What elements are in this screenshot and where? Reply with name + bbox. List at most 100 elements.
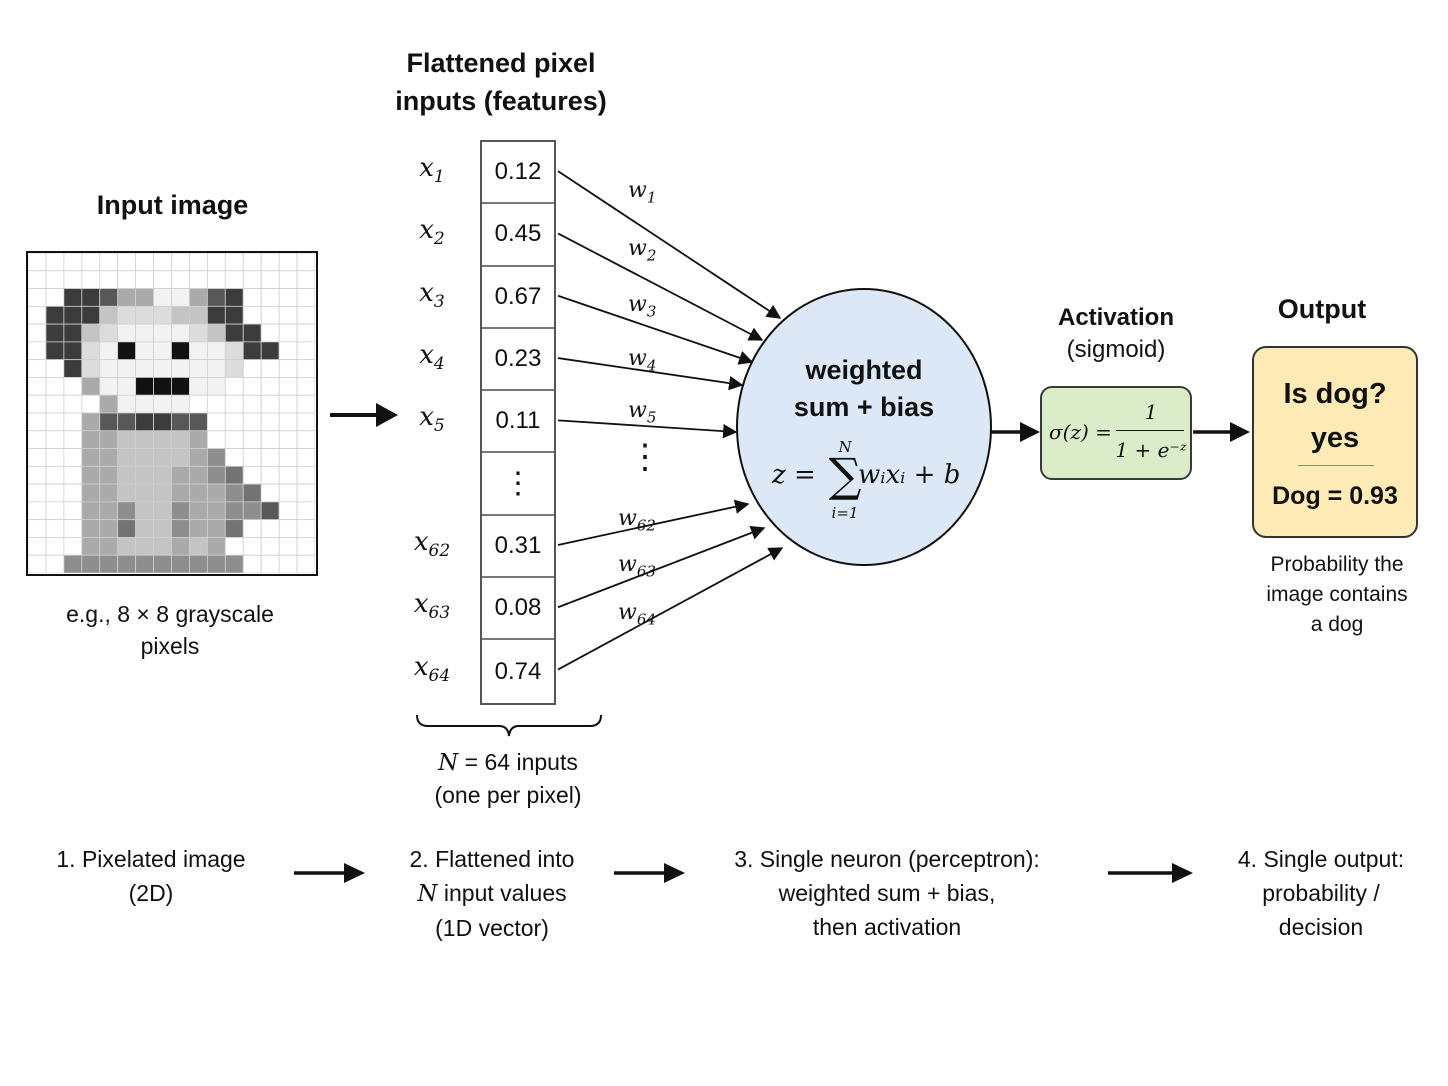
step-arrow-3	[1108, 863, 1193, 883]
weight-label: w5	[628, 398, 656, 426]
output-answer: yes	[1310, 422, 1360, 454]
feature-variable-label: x3	[402, 278, 462, 312]
sigmoid-fraction-bar	[1116, 430, 1184, 431]
step-2-line2: N input values	[368, 876, 616, 911]
weight-index: 3	[646, 302, 657, 321]
feature-variable-label: x5	[402, 402, 462, 436]
activation-title: Activation	[1057, 304, 1174, 331]
sigmoid-lhs: σ(z) =	[1049, 420, 1112, 444]
step-4: 4. Single output: probability / decision	[1210, 842, 1432, 944]
weight-index: 63	[636, 562, 656, 581]
feature-variable-index: 2	[433, 229, 445, 250]
dog-pixel	[296, 554, 315, 573]
feature-value-cell: 0.11	[482, 391, 554, 454]
weight-arrow	[557, 357, 744, 391]
weight-symbol: w	[628, 346, 647, 371]
neuron-node: weighted sum + bias z = N ∑ i=1 wᵢxᵢ + b	[736, 288, 992, 566]
feature-variable-label: x64	[402, 652, 462, 686]
weight-label: w64	[618, 600, 656, 628]
dog-pixel-image	[28, 253, 315, 573]
feature-variable-label: x2	[402, 215, 462, 249]
weight-symbol: w	[618, 506, 637, 531]
neuron-to-activation-arrow	[991, 422, 1040, 442]
feature-value-cell: 0.08	[482, 578, 554, 641]
features-title: Flattened pixel inputs (features)	[380, 44, 622, 120]
step-arrow-2	[614, 863, 685, 883]
input-image-title: Input image	[96, 190, 249, 220]
weight-index: 4	[646, 356, 657, 375]
weight-index: 2	[646, 246, 657, 265]
feature-ellipsis-cell: ⋮	[482, 453, 554, 516]
weight-label: w1	[628, 178, 656, 206]
input-image-caption-line1: e.g., 8 × 8 grayscale	[66, 601, 274, 627]
weight-arrow	[557, 294, 754, 365]
weight-index: 64	[636, 610, 656, 629]
step-2-line1: 2. Flattened into	[409, 846, 575, 872]
activation-subtitle: (sigmoid)	[1066, 336, 1166, 363]
feature-variable-index: 62	[428, 541, 451, 562]
feature-variable-label: x63	[402, 589, 462, 623]
feature-variable-label: x62	[402, 527, 462, 561]
feature-value-cell: 0.67	[482, 267, 554, 329]
weight-arrow	[557, 547, 784, 671]
step-2-line3: (1D vector)	[435, 915, 549, 941]
feature-variable-symbol: x	[419, 277, 434, 308]
neuron-label-line2: sum + bias	[793, 392, 935, 422]
features-title-line1: Flattened pixel	[406, 48, 596, 78]
step-4-line2: probability /	[1262, 880, 1380, 906]
output-title: Output	[1277, 294, 1367, 324]
output-caption-line1: Probability the	[1270, 553, 1404, 576]
feature-variable-symbol: x	[419, 340, 434, 371]
weight-arrow	[557, 232, 764, 341]
weight-symbol: w	[628, 398, 647, 423]
input-image-caption-line2: pixels	[140, 633, 200, 659]
input-count-line2: (one per pixel)	[434, 782, 582, 808]
feature-variable-symbol: x	[419, 215, 434, 246]
weight-label: w3	[628, 292, 656, 320]
activation-to-output-arrow	[1193, 422, 1250, 442]
weight-index: 5	[646, 408, 657, 427]
weight-symbol: w	[628, 292, 647, 317]
feature-value-cell: 0.12	[482, 142, 554, 205]
step-1-line1: 1. Pixelated image	[56, 846, 246, 872]
input-image	[26, 251, 318, 576]
feature-value-cell: 0.31	[482, 516, 554, 579]
step-4-line1: 4. Single output:	[1237, 846, 1405, 872]
feature-variable-label: x1	[402, 153, 462, 187]
step-4-line3: decision	[1278, 914, 1364, 940]
step-3-line2: weighted sum + bias,	[778, 880, 996, 906]
feature-variable-index: 5	[433, 416, 445, 437]
input-count-line1: N = 64 inputs	[400, 746, 616, 779]
feature-variable-symbol: x	[413, 589, 429, 620]
step-3-line3: then activation	[812, 914, 962, 940]
weight-arrow	[557, 419, 738, 439]
step-1: 1. Pixelated image (2D)	[30, 842, 272, 910]
output-question: Is dog?	[1283, 378, 1387, 410]
input-image-caption: e.g., 8 × 8 grayscale pixels	[40, 598, 300, 662]
output-box: Is dog? yes Dog = 0.93	[1252, 346, 1418, 538]
weight-symbol: w	[628, 178, 647, 203]
feature-variable-label: x4	[402, 340, 462, 374]
step-3-line1: 3. Single neuron (perceptron):	[734, 846, 1040, 872]
weight-symbol: w	[628, 236, 647, 261]
neuron-formula-lhs: z =	[772, 460, 816, 490]
step-3: 3. Single neuron (perceptron): weighted …	[700, 842, 1074, 944]
feature-variable-index: 1	[433, 167, 445, 188]
output-divider	[1298, 465, 1374, 466]
output-result: Dog = 0.93	[1272, 482, 1398, 510]
feature-variable-symbol: x	[419, 153, 434, 184]
feature-value-cell: 0.45	[482, 204, 554, 267]
input-count-brace	[416, 714, 602, 737]
step-1-line2: (2D)	[128, 880, 174, 906]
activation-header: Activation (sigmoid)	[1040, 302, 1192, 366]
weights-ellipsis: ⋮	[628, 438, 662, 476]
step-2-line2-text: input values	[437, 880, 567, 906]
sigmoid-denominator: 1 + e⁻ᶻ	[1115, 438, 1187, 462]
features-title-line2: inputs (features)	[395, 86, 607, 116]
weight-label: w62	[618, 506, 656, 534]
feature-value-cell: 0.74	[494, 657, 542, 685]
input-count-caption: N = 64 inputs (one per pixel)	[400, 746, 616, 811]
feature-variable-symbol: x	[419, 402, 434, 433]
input-count-text: = 64 inputs	[458, 749, 578, 775]
